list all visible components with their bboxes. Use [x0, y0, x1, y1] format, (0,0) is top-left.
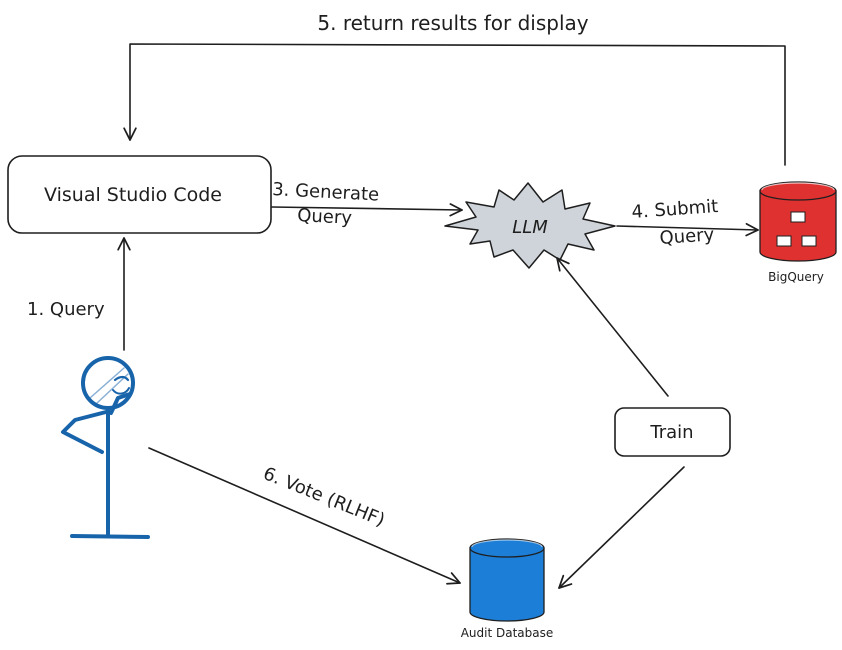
generate-query-arrow: [271, 203, 463, 217]
person-thinking-icon: [61, 356, 150, 539]
train-to-audit-arrow: [558, 466, 685, 589]
query-label: 1. Query: [27, 299, 105, 320]
bigquery-label: BigQuery: [768, 270, 824, 284]
llm-label: LLM: [512, 217, 548, 238]
vote-label: 6. Vote (RLHF): [260, 463, 388, 531]
train-to-llm-arrow: [556, 257, 669, 397]
database-cylinder-icon: [759, 181, 837, 262]
llm-node[interactable]: LLM: [444, 182, 616, 269]
submit-label-line1: 4. Submit: [631, 196, 719, 223]
database-cylinder-icon: [469, 538, 545, 622]
train-node[interactable]: Train: [614, 407, 731, 457]
train-label: Train: [649, 422, 693, 443]
vscode-label: Visual Studio Code: [44, 184, 222, 206]
submit-query-arrow: [616, 222, 759, 237]
vote-arrow: [148, 447, 461, 585]
generate-label-line1: 3. Generate: [272, 179, 380, 206]
vscode-node[interactable]: Visual Studio Code: [7, 155, 272, 234]
submit-label-line2: Query: [659, 224, 715, 249]
generate-label-line2: Query: [297, 205, 353, 229]
return-results-label: 5. return results for display: [317, 11, 588, 35]
return-results-arrow: [123, 43, 786, 166]
audit-database-label: Audit Database: [461, 626, 554, 640]
audit-database-node[interactable]: Audit Database: [461, 538, 554, 640]
bigquery-node[interactable]: BigQuery: [759, 181, 837, 284]
